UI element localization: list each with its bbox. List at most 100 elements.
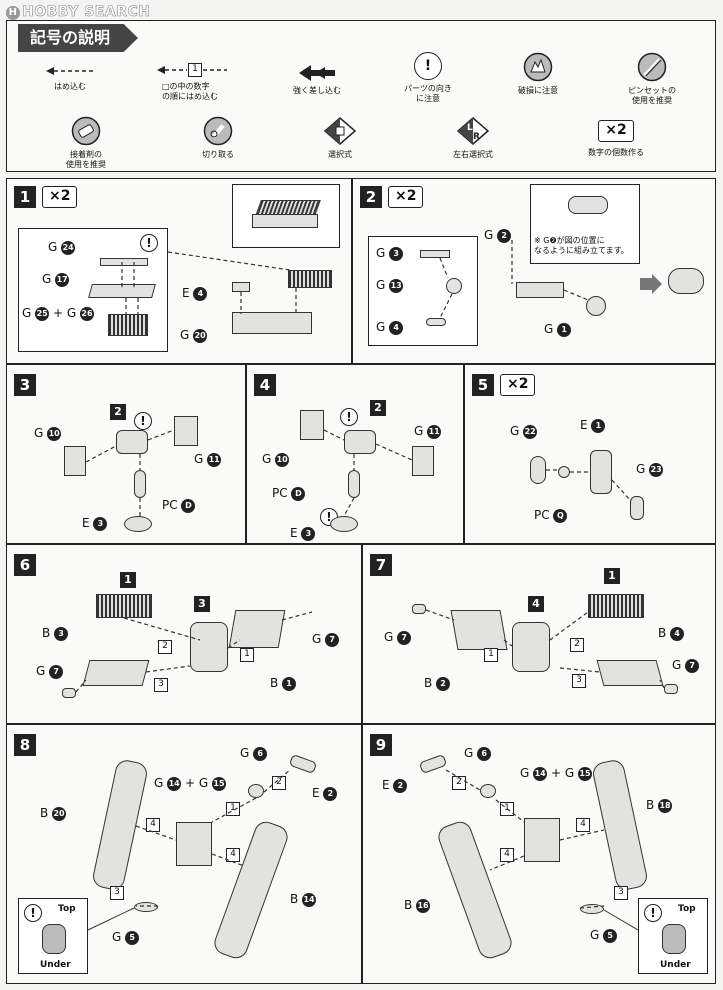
part-illustration: [62, 688, 76, 698]
orientation-top-label: Top: [678, 904, 696, 914]
part-label: B 18: [646, 798, 673, 813]
part-illustration: [82, 660, 150, 686]
exclamation-icon: !: [134, 412, 152, 430]
assembly-note: ※ G❷が図の位置に なるように組み立てます。: [534, 236, 629, 255]
sub-assembly-badge: 3: [194, 596, 210, 612]
part-illustration: [176, 822, 212, 866]
part-illustration: [88, 284, 156, 298]
part-illustration: [116, 430, 148, 454]
part-illustration: [596, 660, 664, 686]
result-arrow-icon: [640, 274, 662, 294]
sequence-box: 2: [570, 638, 584, 652]
part-label: G 17: [42, 272, 70, 287]
bold-arrow-icon: [299, 65, 335, 81]
part-label: PC D: [272, 486, 306, 501]
part-illustration: [426, 318, 446, 326]
part-label: B 20: [40, 806, 67, 821]
multiplier-badge: ×2: [500, 374, 536, 396]
part-illustration: [190, 622, 228, 672]
part-label: B 2: [424, 676, 451, 691]
part-illustration: [662, 924, 686, 954]
exclamation-icon: !: [140, 234, 158, 252]
step-number: 2: [360, 186, 382, 208]
sequence-box: 2: [272, 776, 286, 790]
tweezers-icon: [637, 52, 667, 82]
sequence-box: 1: [484, 648, 498, 662]
part-label: G 5: [590, 928, 618, 943]
part-illustration: [568, 196, 608, 214]
part-illustration: [630, 496, 644, 520]
part-illustration: [530, 456, 546, 484]
sequence-box: 4: [226, 848, 240, 862]
part-illustration: [248, 784, 264, 798]
legend-breakage: 破損に注意: [508, 52, 568, 96]
sub-assembly-badge: 4: [528, 596, 544, 612]
part-illustration: [124, 516, 152, 532]
part-illustration: [664, 684, 678, 694]
multiplier-badge: ×2: [388, 186, 424, 208]
legend-cut: 切り取る: [188, 116, 248, 160]
part-label: G 11: [414, 424, 442, 439]
part-illustration: [412, 604, 426, 614]
step-number: 3: [14, 374, 36, 396]
part-label: G 3: [376, 246, 404, 261]
part-label: E 2: [312, 786, 338, 801]
part-illustration: [96, 594, 152, 618]
multiplier-badge: ×2: [42, 186, 78, 208]
part-illustration: [512, 622, 550, 672]
part-label: G 5: [112, 930, 140, 945]
part-label: G 14 + G 15: [520, 766, 592, 781]
part-label: E 2: [382, 778, 408, 793]
part-illustration: [480, 784, 496, 798]
part-label: G 24: [48, 240, 76, 255]
part-illustration: [232, 312, 312, 334]
part-label: G 6: [240, 746, 268, 761]
left-right-icon: LR: [456, 117, 490, 145]
sequence-box: 3: [572, 674, 586, 688]
sequence-box: 2: [452, 776, 466, 790]
exclamation-icon: !: [414, 52, 442, 80]
part-illustration: [100, 258, 148, 266]
part-label: G 7: [672, 658, 700, 673]
step-number: 6: [14, 554, 36, 576]
legend-bold-arrow: 強く差し込む: [282, 64, 352, 96]
part-illustration: [586, 296, 606, 316]
orientation-top-label: Top: [58, 904, 76, 914]
part-illustration: [668, 268, 704, 294]
part-illustration: [228, 610, 286, 648]
legend-tweezers: ピンセットの 使用を推奨: [612, 52, 692, 106]
exclamation-icon: !: [644, 904, 662, 922]
part-illustration: [174, 416, 198, 446]
part-label: G 1: [544, 322, 572, 337]
sequence-box: 4: [576, 818, 590, 832]
select-icon: [323, 117, 357, 145]
step-number: 8: [14, 734, 36, 756]
step-number: 9: [370, 734, 392, 756]
sequence-box: 1: [500, 802, 514, 816]
part-label: E 3: [290, 526, 316, 541]
part-label: B 1: [270, 676, 297, 691]
part-illustration: [446, 278, 462, 294]
legend-times: ×2 数字の個数作る: [588, 120, 644, 157]
part-illustration: [348, 470, 360, 498]
part-illustration: [590, 450, 612, 494]
part-illustration: [288, 270, 332, 288]
part-illustration: [524, 818, 560, 862]
sub-assembly-badge: 1: [120, 572, 136, 588]
legend-numbered-arrow: 1 □の中の数字 の順にはめ込む: [152, 62, 232, 102]
dashed-arrow-icon: [46, 67, 94, 75]
part-label: G 23: [636, 462, 664, 477]
svg-text:L: L: [467, 123, 473, 133]
part-label: B 4: [658, 626, 685, 641]
sequence-box: 3: [614, 886, 628, 900]
part-label: G 13: [376, 278, 404, 293]
part-label: G 25 + G 26: [22, 306, 94, 321]
cut-icon: [203, 116, 233, 146]
part-illustration: [450, 610, 508, 650]
part-illustration: [412, 446, 434, 476]
part-illustration: [64, 446, 86, 476]
part-illustration: [516, 282, 564, 298]
part-illustration: [42, 924, 66, 954]
legend-title: 記号の説明: [18, 24, 138, 52]
